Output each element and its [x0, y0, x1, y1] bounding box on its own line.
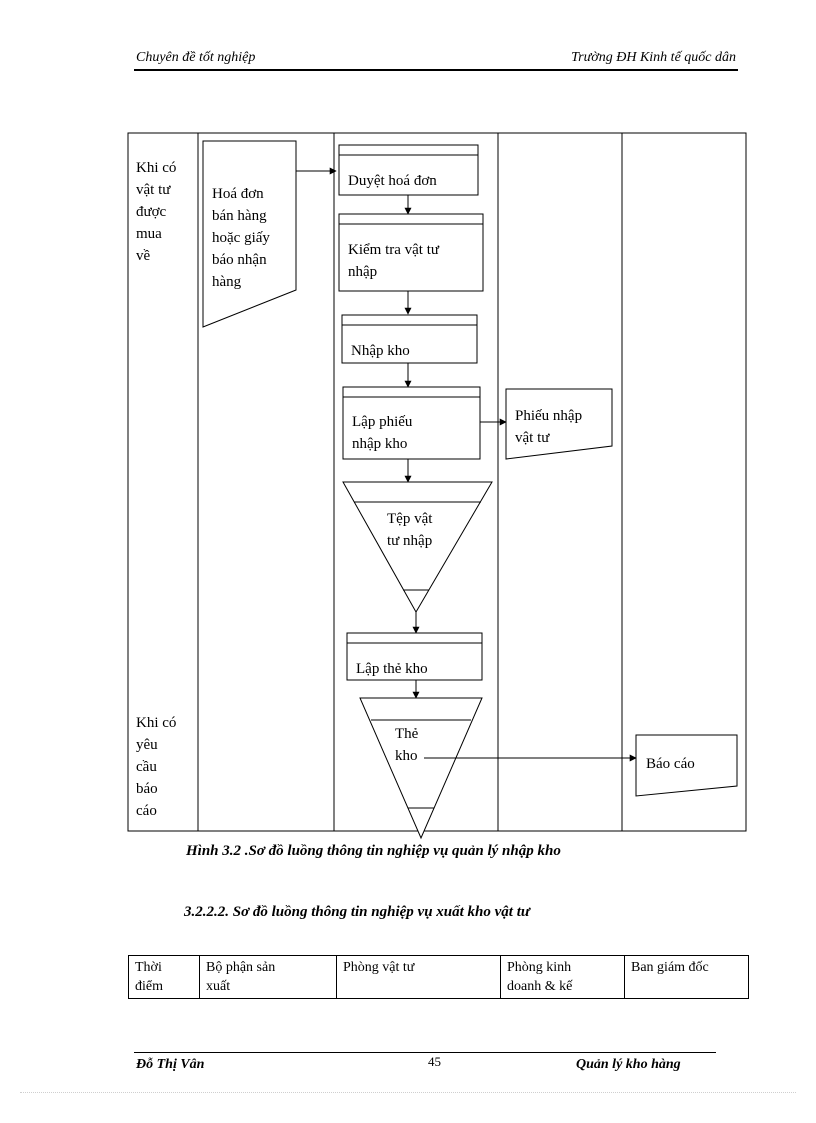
svg-text:Hoá đơn bán hàng h: Hoá đơn bán hàng hoặc giấy báo nhận hàng	[212, 186, 274, 290]
page-number: 45	[428, 1054, 441, 1069]
page-edge-dots	[20, 1092, 796, 1093]
time-label-report: Khi có yêu cầu báo cáo	[136, 715, 180, 819]
receipt-document-shape: Phiếu nhập vật tư	[505, 388, 613, 460]
flowchart-nhap-kho: Khi có vật tư được mua về Khi có yêu cầu…	[127, 132, 747, 840]
svg-text:Nhập kho: Nhập kho	[351, 343, 410, 359]
header-left-title: Chuyên đề tốt nghiệp	[136, 50, 256, 65]
svg-text:Tệp vật tư nhập: Tệp vật tư nhập	[387, 511, 436, 549]
figure-caption: Hình 3.2 .Sơ đồ luồng thông tin nghiệp v…	[186, 843, 561, 859]
time-label-purchase: Khi có vật tư được mua về	[136, 160, 180, 264]
process-approve-invoice: Duyệt hoá đơn	[338, 144, 479, 196]
svg-text:Lập thẻ kho: Lập thẻ kho	[356, 661, 428, 677]
svg-text:Phiếu nhập vật tư: Phiếu nhập vật tư	[515, 408, 586, 446]
datastore-materials-file: Tệp vật tư nhập	[342, 481, 493, 614]
process-check-materials: Kiểm tra vật tư nhập	[338, 213, 484, 292]
footer-author: Đỗ Thị Vân	[136, 1057, 205, 1072]
report-document-shape: Báo cáo	[635, 734, 738, 797]
header-right-title: Trường ĐH Kinh tế quốc dân	[571, 50, 736, 65]
header-rule	[134, 69, 738, 71]
svg-text:Lập phiếu nhập kho: Lập phiếu nhập kho	[352, 414, 416, 452]
footer-rule	[134, 1052, 716, 1053]
lane-header-materials: Phòng vật tư	[336, 955, 501, 999]
svg-text:Kiểm tra vật tư nhập: Kiểm tra vật tư nhập	[348, 242, 443, 280]
lane-header-board: Ban giám đốc	[624, 955, 749, 999]
swimlane-frame	[127, 132, 747, 832]
svg-text:Thẻ kho: Thẻ kho	[395, 726, 422, 764]
process-create-card: Lập thẻ kho	[346, 632, 483, 681]
svg-text:Báo cáo: Báo cáo	[646, 756, 695, 772]
datastore-warehouse-card: Thẻ kho	[359, 697, 483, 840]
invoice-document-shape: Hoá đơn bán hàng hoặc giấy báo nhận hàng	[202, 140, 297, 328]
section-title: 3.2.2.2. Sơ đồ luồng thông tin nghiệp vụ…	[184, 904, 530, 920]
footer-topic: Quản lý kho hàng	[576, 1057, 681, 1072]
svg-text:Duyệt hoá đơn: Duyệt hoá đơn	[348, 173, 437, 189]
process-create-receipt: Lập phiếu nhập kho	[342, 386, 481, 460]
process-warehouse-in: Nhập kho	[341, 314, 478, 364]
